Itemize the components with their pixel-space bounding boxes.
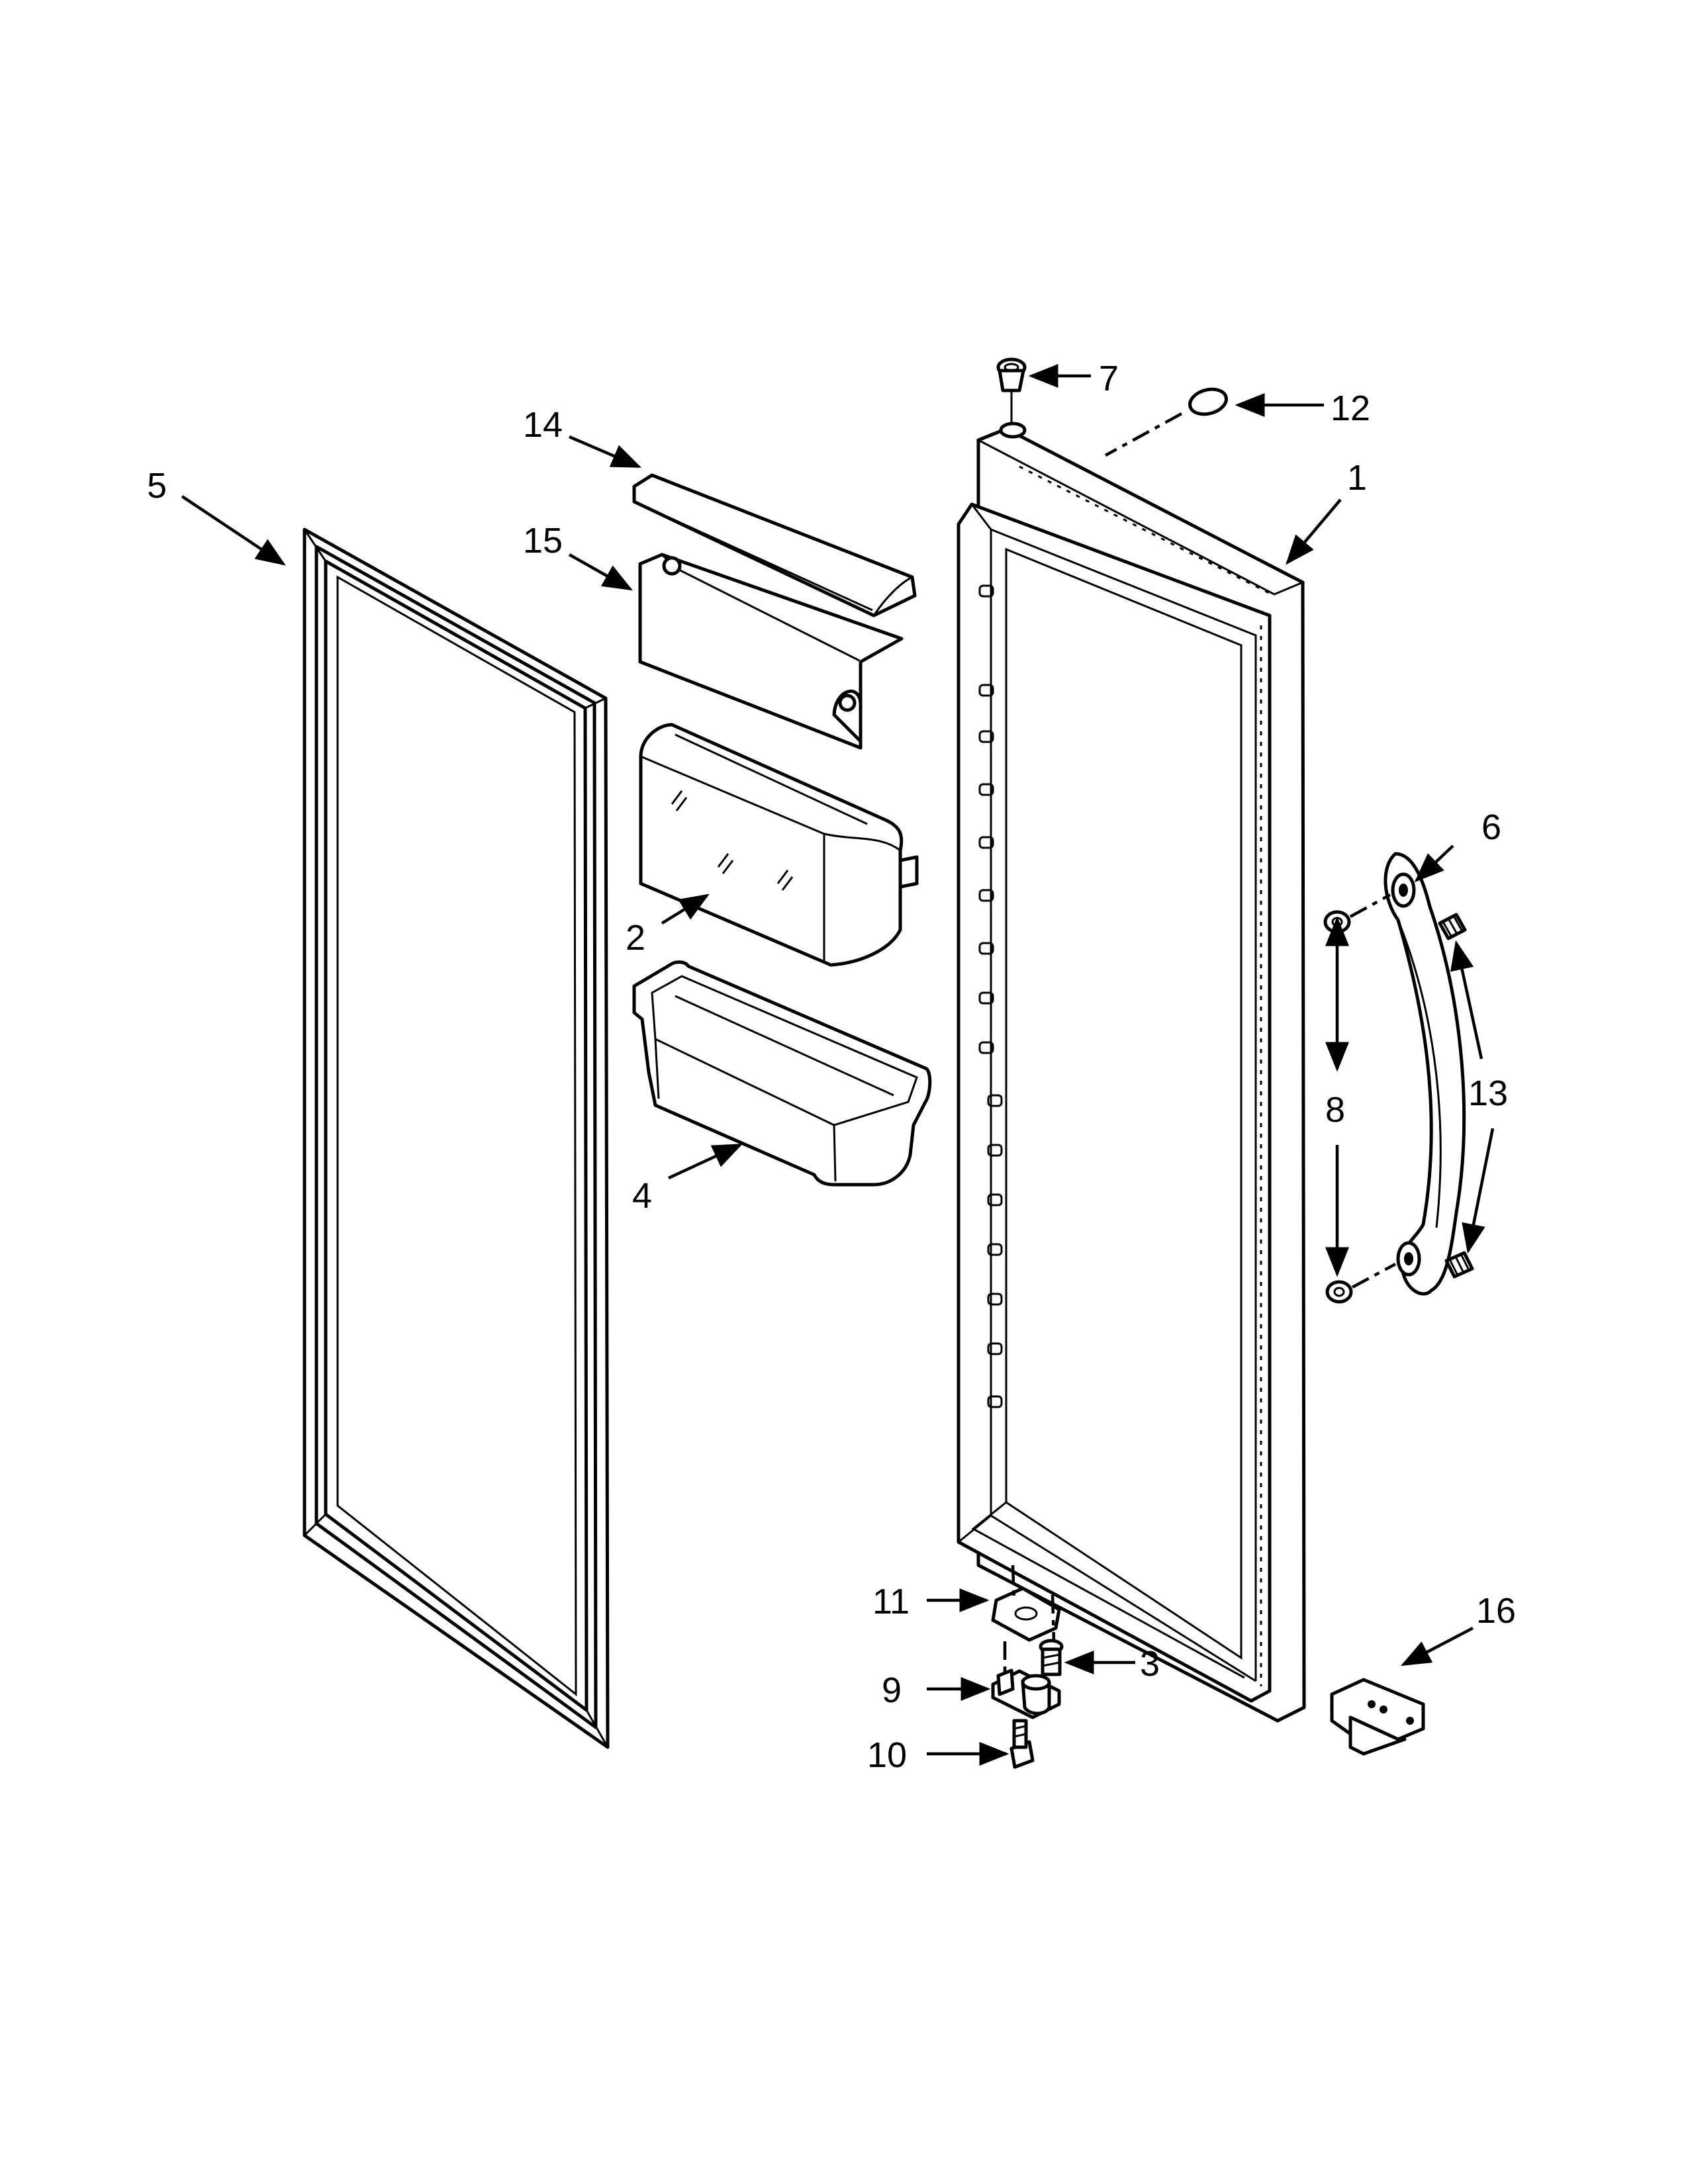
callout-11: 11: [872, 1582, 910, 1621]
handle-spacer-top: [1323, 893, 1391, 934]
dairy-bin-part: [639, 723, 919, 967]
door-plug-part: [996, 357, 1027, 439]
callout-6: 6: [1481, 807, 1501, 847]
door-handle-part: [1383, 852, 1466, 1296]
callout-9: 9: [882, 1670, 902, 1710]
leader-lines: [181, 364, 1495, 1766]
o-ring-part: [1188, 387, 1228, 416]
callout-7: 7: [1099, 359, 1119, 398]
shelf-retainer-part: [638, 553, 904, 750]
callout-14: 14: [523, 405, 563, 445]
hinge-screw-part: [1039, 1639, 1064, 1676]
set-screw-top: [1438, 913, 1467, 940]
callout-3: 3: [1140, 1644, 1160, 1684]
callout-16: 16: [1476, 1591, 1516, 1631]
bin-rail-bumps: [978, 584, 1003, 1408]
callout-4: 4: [632, 1176, 652, 1216]
callout-15: 15: [523, 521, 563, 561]
refrigerator-door-part: [957, 427, 1306, 1723]
shelf-cover-part: [632, 473, 917, 617]
callout-2: 2: [626, 918, 645, 958]
callout-12: 12: [1331, 388, 1370, 428]
bottom-hinge-part: [991, 1641, 1061, 1747]
set-screw-bottom: [1444, 1251, 1474, 1279]
callout-10: 10: [867, 1735, 907, 1775]
callout-5: 5: [147, 466, 167, 506]
hinge-cover-part: [1330, 1678, 1425, 1756]
door-gasket-part: [303, 527, 610, 1749]
callout-8: 8: [1325, 1090, 1345, 1130]
door-bin-part: [632, 960, 932, 1187]
handle-spacer-bottom: [1325, 1263, 1397, 1304]
hinge-bolt-part: [1009, 1719, 1035, 1769]
callout-13: 13: [1468, 1073, 1508, 1113]
callout-1: 1: [1347, 458, 1367, 498]
hinge-shim-part: [991, 1565, 1061, 1642]
callout-labels: 5 14 15 2 4 7 12 1 6 8 13 11 3 9 10 16: [147, 359, 1516, 1775]
